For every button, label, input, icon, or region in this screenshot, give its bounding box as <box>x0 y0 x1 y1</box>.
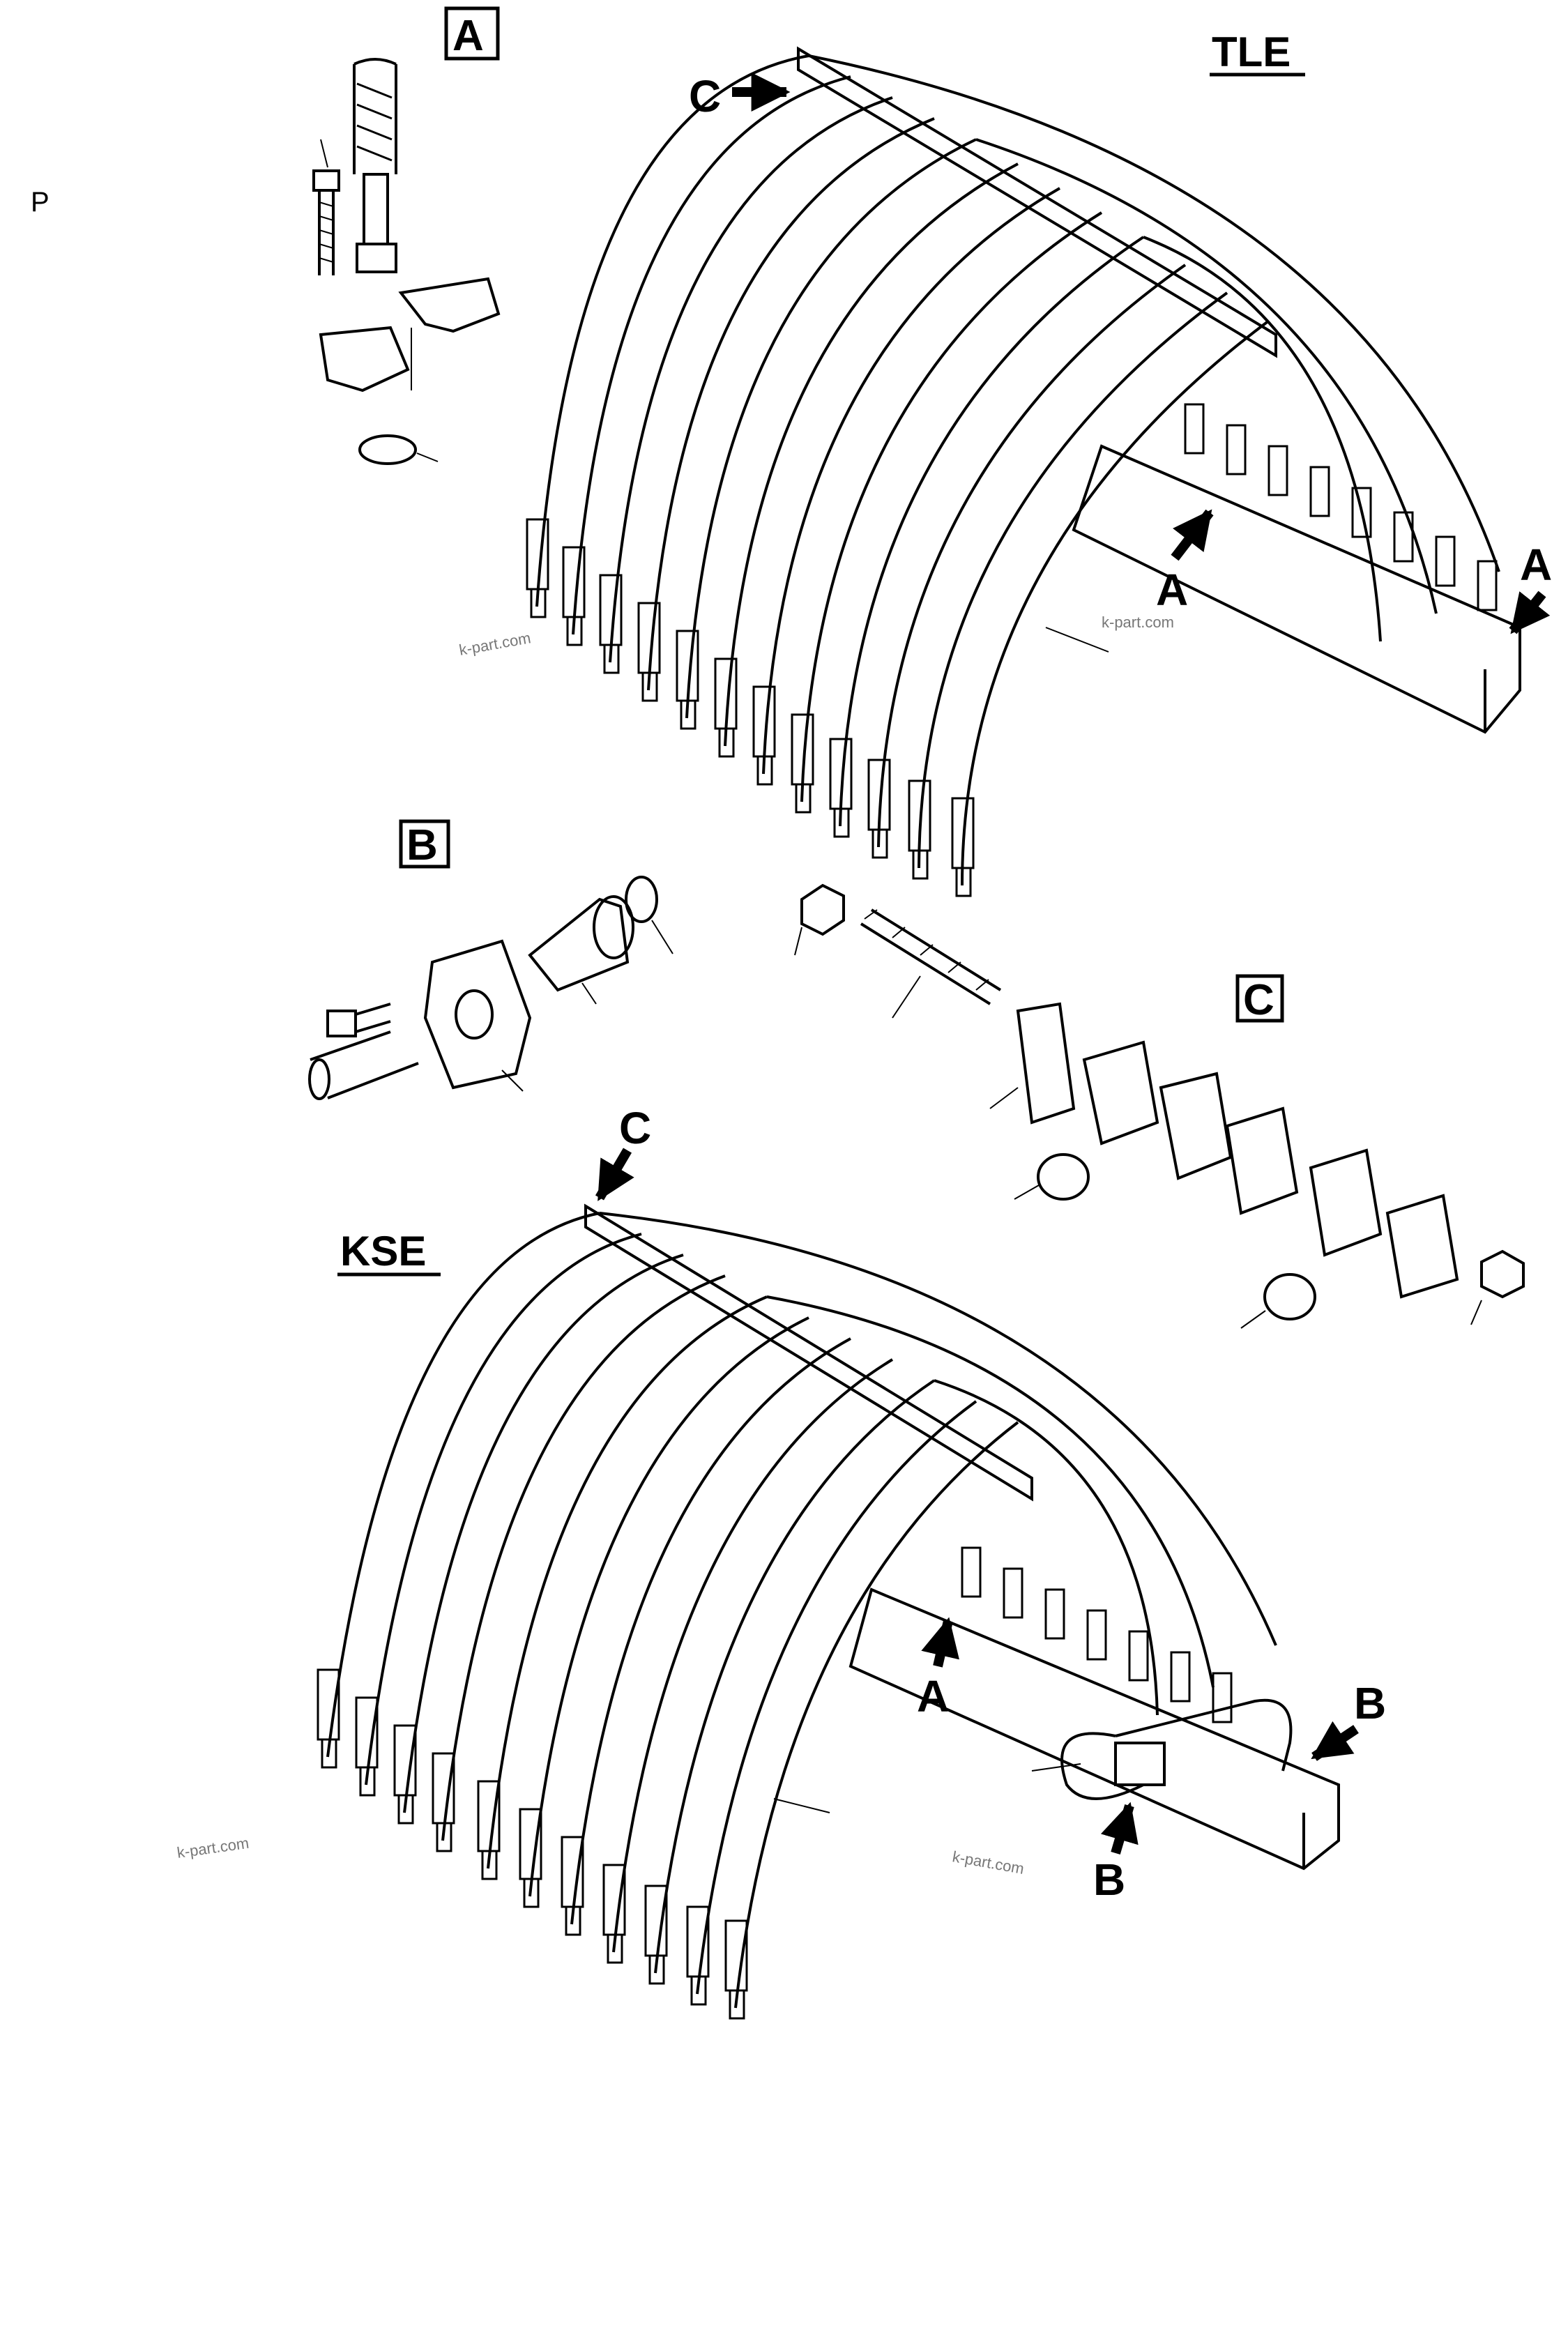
kse-loop-tube <box>1060 1698 1293 1800</box>
callout-c-tle: C <box>689 71 721 121</box>
callout-a-kse: A <box>917 1671 949 1721</box>
callout-b-kse-bottom: B <box>1093 1855 1125 1905</box>
watermark-1: k-part.com <box>458 629 533 659</box>
detail-b-label: B <box>406 821 438 869</box>
callout-a-tle-right: A <box>1520 540 1552 590</box>
kse-connector-block <box>1114 1742 1166 1786</box>
detail-a: A <box>312 6 501 465</box>
watermark-2: k-part.com <box>1102 614 1174 631</box>
detail-c-clamp-1 <box>1082 1040 1159 1145</box>
detail-a-screw <box>312 169 340 192</box>
detail-b-o-ring <box>625 876 658 923</box>
detail-b-box <box>399 819 450 869</box>
watermark-4: k-part.com <box>951 1848 1026 1878</box>
arrow-a-tle-right <box>1509 591 1551 634</box>
callout-c-kse: C <box>619 1103 651 1153</box>
title-kse: KSE <box>340 1228 426 1274</box>
title-tle: TLE <box>1212 29 1291 75</box>
kse-manifold-block <box>848 1587 1340 1871</box>
watermark-3: k-part.com <box>176 1834 250 1861</box>
corner-mark: P <box>31 187 50 218</box>
kse-hose-bundle <box>326 1212 1277 2009</box>
arrow-c-kse <box>595 1148 634 1201</box>
tle-callouts: C A A <box>689 71 1552 634</box>
detail-c-plug-1 <box>1037 1153 1090 1201</box>
detail-a-flange-half-upper <box>398 277 501 333</box>
detail-c-label: C <box>1243 976 1274 1024</box>
arrow-a-tle-left <box>1171 509 1214 561</box>
detail-a-flange-half-lower <box>319 326 410 393</box>
detail-b-hose <box>310 1030 419 1099</box>
tle-clamp-rail <box>797 46 1277 358</box>
detail-c-nut-bottom <box>1480 1249 1525 1299</box>
kse-manifold-ports <box>961 1546 1233 1723</box>
kse-assembly <box>317 1203 1340 2020</box>
arrow-b-kse-bottom <box>1100 1802 1139 1855</box>
callout-b-kse-right: B <box>1354 1678 1386 1728</box>
tle-manifold-block <box>1072 444 1521 734</box>
detail-b: B <box>308 819 673 1100</box>
kse-callouts: C A B B <box>595 1103 1386 1905</box>
detail-c-clamp-2 <box>1159 1072 1233 1180</box>
detail-b-connector <box>528 897 630 992</box>
detail-b-flange <box>423 939 532 1090</box>
detail-b-screw <box>326 1010 357 1037</box>
watermarks: k-part.com k-part.com k-part.com k-part.… <box>176 614 1174 1878</box>
detail-c-clamp-3 <box>1225 1106 1299 1215</box>
kse-clamp-rail <box>584 1203 1033 1502</box>
callout-a-tle-left: A <box>1156 565 1188 615</box>
detail-c-plate <box>1016 1002 1076 1125</box>
arrow-a-kse <box>921 1617 959 1668</box>
detail-c-box <box>1235 974 1284 1023</box>
detail-a-label: A <box>452 12 484 60</box>
detail-c: C <box>794 883 1525 1329</box>
detail-a-hose <box>353 64 397 174</box>
detail-c-nut-top <box>800 883 845 936</box>
tle-manifold-ports <box>1184 403 1498 611</box>
detail-a-o-ring <box>358 434 417 465</box>
arrow-b-kse-right <box>1311 1721 1359 1761</box>
kse-hose-ends <box>317 1668 748 2020</box>
detail-c-clamp-5 <box>1385 1194 1459 1299</box>
tle-hose-ends <box>526 518 975 897</box>
detail-a-box <box>444 6 500 61</box>
detail-c-plug-2 <box>1263 1273 1316 1320</box>
detail-c-clamp-4 <box>1309 1148 1383 1257</box>
tle-assembly <box>526 46 1521 897</box>
detail-c-stud <box>860 908 1002 1005</box>
